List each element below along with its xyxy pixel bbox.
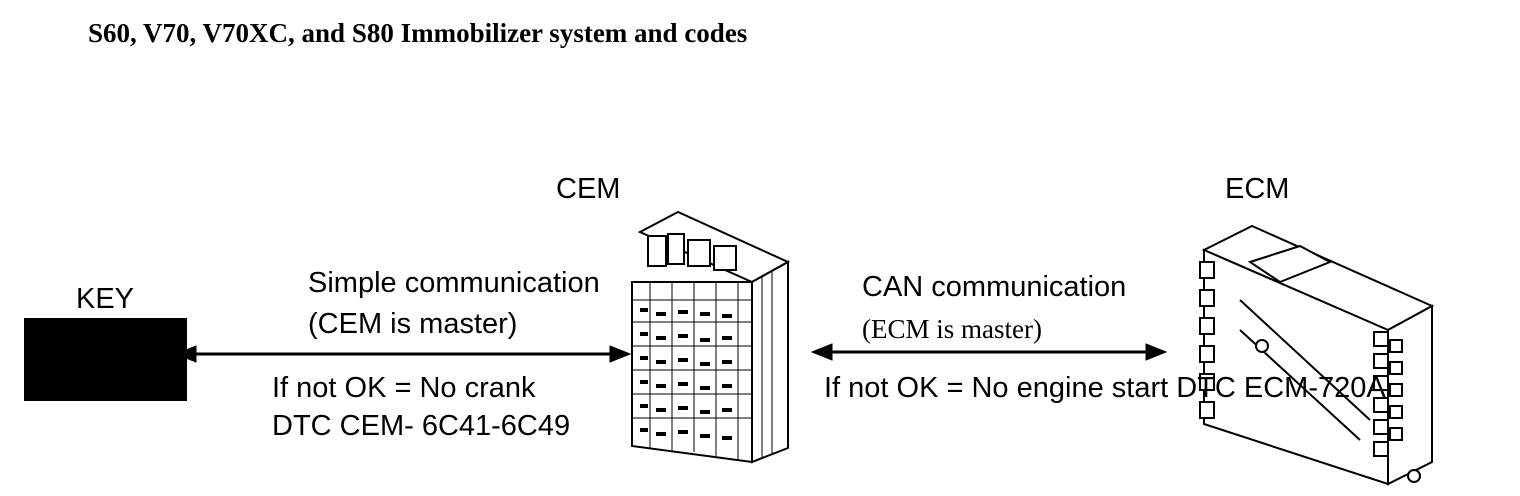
no-crank-label: If not OK = No crank [272,372,536,404]
key-cem-arrow [174,345,632,363]
key-block [24,318,187,401]
cem-label: CEM [556,173,621,205]
page-title: S60, V70, V70XC, and S80 Immobilizer sys… [88,18,748,48]
cem-ecm-arrow [810,343,1168,361]
ecm-label: ECM [1225,173,1290,205]
no-engine-start-label: If not OK = No engine start DTC ECM-720A [824,372,1386,404]
ecm-master-label: (ECM is master) [862,314,1042,344]
simple-communication-label: Simple communication [308,267,600,299]
cem-master-label: (CEM is master) [308,308,518,340]
cem-dtc-label: DTC CEM- 6C41-6C49 [272,410,571,442]
can-communication-label: CAN communication [862,271,1127,303]
key-label: KEY [76,283,135,315]
